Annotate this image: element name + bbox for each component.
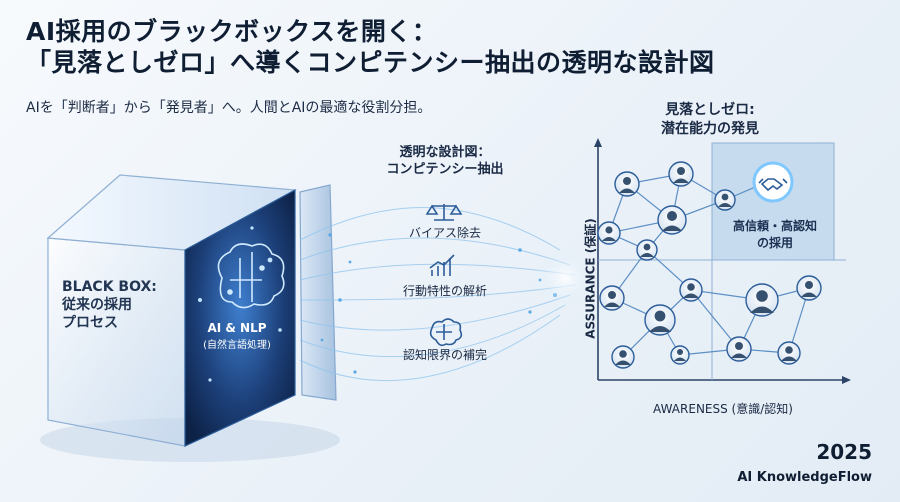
ai-nlp-label-line-1: AI & NLP — [207, 321, 267, 335]
person-icons — [602, 167, 817, 365]
black-box-label-line-2: 従来の採用 — [62, 297, 132, 313]
step-bias-removal: バイアス除去 — [408, 226, 481, 240]
brand-label: AI KnowledgeFlow — [737, 470, 872, 485]
flow-glow — [535, 248, 595, 308]
brain-icon — [429, 318, 463, 347]
subtitle: AIを「判断者」から「発見者」へ。人間とAIの最適な役割分担。 — [26, 100, 432, 116]
blueprint-heading: 透明な設計図： コンピテンシー抽出 — [360, 144, 530, 178]
brain-circuit-icon — [217, 243, 285, 309]
black-box-label: BLACK BOX: 従来の採用 プロセス — [62, 278, 157, 332]
quadrant-label-line-2: の採用 — [756, 236, 793, 250]
title-line-2: 「見落としゼロ」へ導くコンピテンシー抽出の透明な設計図 — [26, 48, 715, 77]
data-flow-streams — [299, 207, 576, 382]
ai-nlp-label-line-2: (自然言語処理) — [203, 340, 271, 351]
discovery-heading-line-2: 潜在能力の発見 — [661, 121, 759, 137]
page-title: AI採用のブラックボックスを開く： 「見落としゼロ」へ導くコンピテンシー抽出の透… — [26, 16, 715, 78]
scales-icon — [425, 204, 463, 221]
x-axis-label: AWARENESS (意識/認知) — [653, 402, 793, 416]
network-chart — [594, 138, 851, 384]
step-cognitive-support: 認知限界の補完 — [402, 348, 487, 362]
title-line-1: AI採用のブラックボックスを開く： — [26, 17, 438, 46]
y-axis-label: ASSURANCE (保証) — [583, 218, 598, 339]
ai-nlp-label: AI & NLP (自然言語処理) — [188, 320, 286, 354]
black-box-label-line-1: BLACK BOX: — [62, 279, 157, 295]
high-trust-quadrant-label: 高信頼・高認知 の採用 — [716, 218, 834, 252]
handshake-icon — [752, 161, 794, 203]
step-behavior-analysis: 行動特性の解析 — [402, 284, 487, 298]
blueprint-heading-line-1: 透明な設計図： — [399, 145, 491, 160]
year-label: 2025 — [816, 440, 872, 464]
black-box-label-line-3: プロセス — [62, 315, 118, 331]
discovery-heading: 見落としゼロ: 潜在能力の発見 — [620, 101, 800, 139]
quadrant-label-line-1: 高信頼・高認知 — [732, 219, 817, 233]
growth-chart-icon — [429, 254, 455, 276]
discovery-heading-line-1: 見落としゼロ: — [665, 102, 755, 118]
black-box-cube — [40, 174, 340, 462]
blueprint-heading-line-2: コンピテンシー抽出 — [386, 162, 504, 177]
